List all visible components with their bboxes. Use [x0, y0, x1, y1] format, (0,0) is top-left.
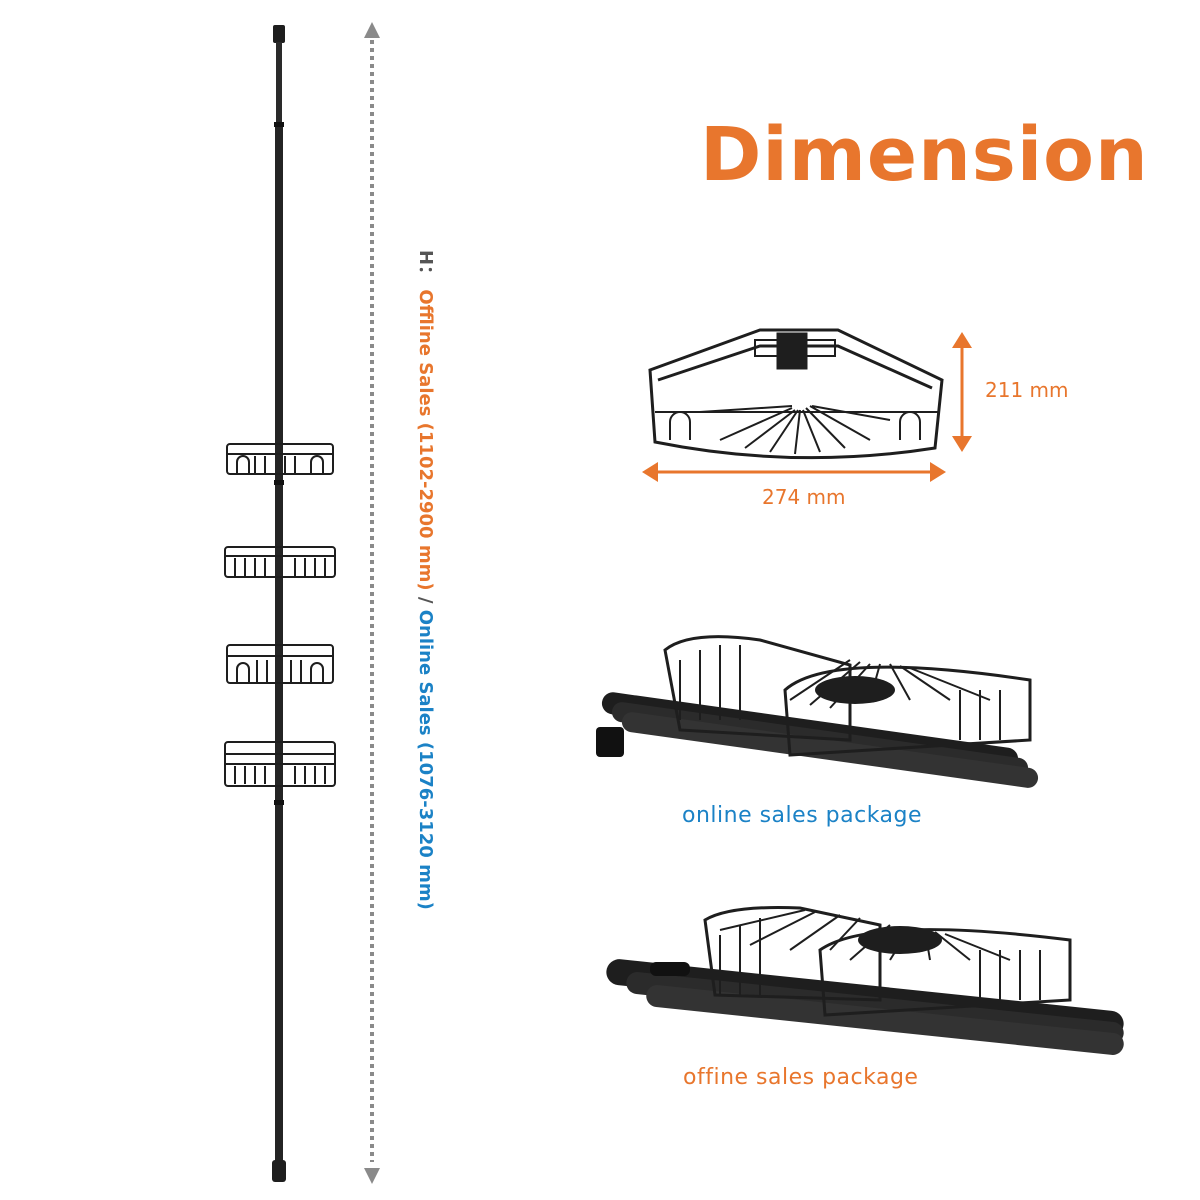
basket-width-label: 274 mm [762, 485, 846, 509]
page-title: Dimension [700, 112, 1149, 198]
offline-height-range: Offline Sales (1102-2900 mm) [415, 289, 436, 591]
basket-drawing [648, 328, 944, 460]
height-prefix: H： [415, 250, 436, 284]
basket-width-arrow [642, 462, 946, 482]
basket-height-label: 211 mm [985, 378, 1069, 402]
pole-basket [224, 741, 336, 787]
online-height-range: Online Sales (1076-3120 mm) [415, 609, 436, 910]
pole-basket [226, 644, 334, 684]
height-range-label: H： Offline Sales (1102-2900 mm) / Online… [395, 250, 455, 970]
tension-pole [272, 25, 286, 1182]
basket-height-arrow [952, 332, 972, 452]
offline-package-label: offine sales package [683, 1065, 919, 1090]
offline-package-image [606, 906, 1124, 1055]
height-separator: / [415, 596, 436, 610]
pole-basket [224, 546, 336, 578]
pole-basket [226, 443, 334, 475]
height-dimension-line [364, 22, 380, 1184]
online-package-image [596, 635, 1039, 788]
online-package-label: online sales package [682, 803, 923, 828]
